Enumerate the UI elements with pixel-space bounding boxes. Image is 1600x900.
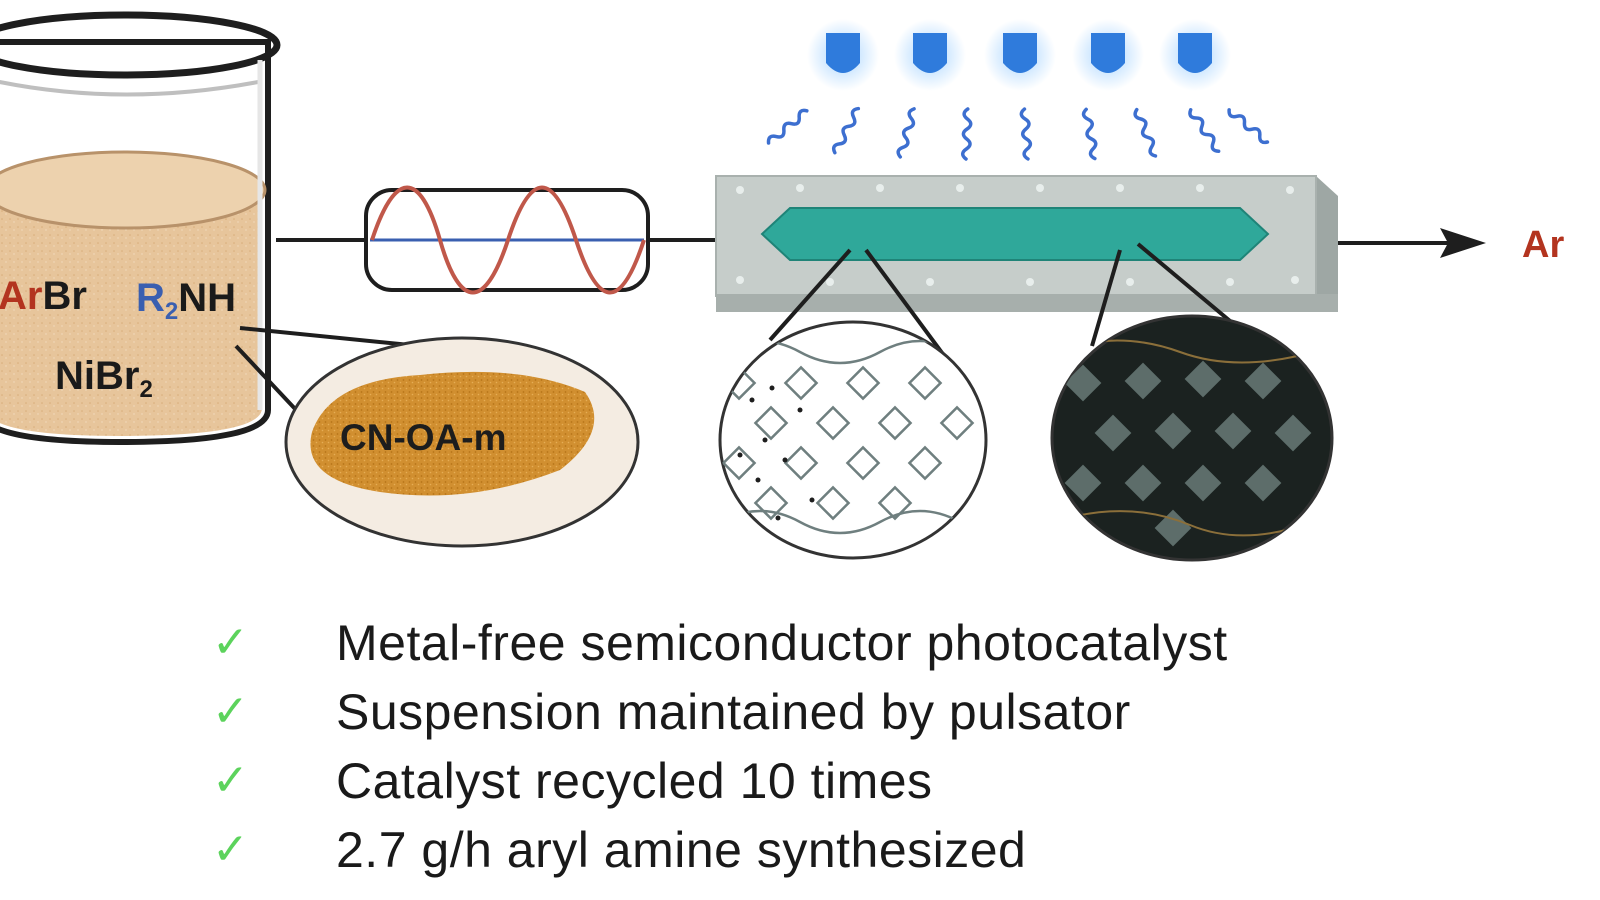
check-icon: ✓ (212, 824, 249, 875)
reagent-amine: R2NH (136, 276, 237, 325)
check-icon: ✓ (212, 686, 249, 737)
magnifier-circle-icon (718, 248, 988, 560)
list-item: ✓ 2.7 g/h aryl amine synthesized (200, 815, 1228, 884)
catalyst-label: CN-OA-m (340, 417, 507, 458)
magnifier-circle-icon (1050, 242, 1334, 562)
list-item: ✓ Suspension maintained by pulsator (200, 677, 1228, 746)
check-icon: ✓ (212, 755, 249, 806)
list-item: ✓ Metal-free semiconductor photocatalyst (200, 608, 1228, 677)
outlet-arrow (1338, 228, 1486, 258)
led-light-icon (984, 19, 1056, 91)
pulsator-icon (364, 185, 650, 295)
led-light-icon (894, 19, 966, 91)
benefit-text: Suspension maintained by pulsator (336, 683, 1131, 740)
flow-reactor-icon (715, 175, 1338, 312)
led-light-icon (1159, 19, 1231, 91)
beaker-icon (0, 11, 281, 446)
led-light-icon (1072, 19, 1144, 91)
benefit-text: Metal-free semiconductor photocatalyst (336, 614, 1228, 671)
reagent-arbr: ArBr (0, 274, 87, 318)
led-light-icon (807, 19, 879, 91)
check-icon: ✓ (212, 617, 249, 668)
led-light-array (807, 19, 1231, 91)
benefits-list: ✓Metal-free semiconductor photocatalyst … (200, 608, 1228, 884)
reagent-nickel: NiBr2 (55, 354, 153, 403)
list-item: ✓ Catalyst recycled 10 times (200, 746, 1228, 815)
catalyst-magnifier (234, 326, 640, 548)
benefit-text: 2.7 g/h aryl amine synthesized (336, 821, 1027, 878)
benefit-text: Catalyst recycled 10 times (336, 752, 933, 809)
light-rays (766, 106, 1270, 161)
product-label: Ar (1522, 224, 1565, 266)
